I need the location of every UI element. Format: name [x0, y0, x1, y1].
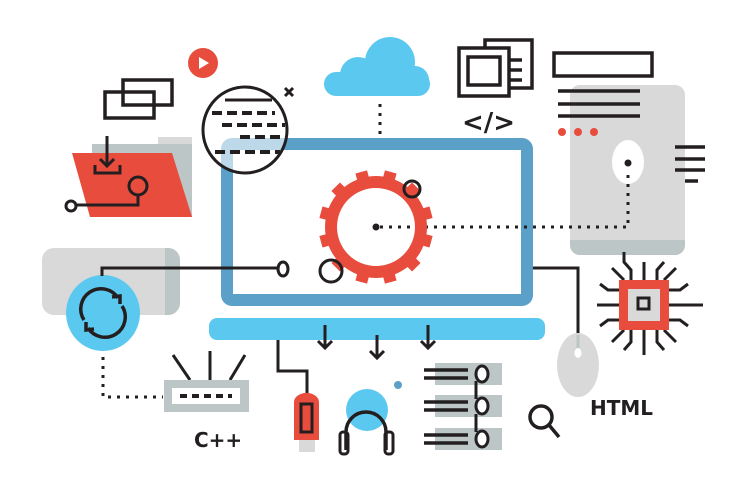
router-icon [164, 351, 249, 412]
sync-link-line [100, 266, 277, 276]
database-stack-icon [424, 363, 502, 450]
headset-icon [338, 389, 395, 456]
cpu-chip-icon [597, 252, 703, 355]
chip-pin [655, 261, 666, 280]
address-bar-icon [552, 51, 654, 78]
chip-pin [610, 328, 626, 344]
server-tower-icon [558, 85, 705, 255]
chip-pin [662, 328, 678, 344]
overlapping-windows-icon [103, 78, 174, 120]
chip-pin [669, 282, 689, 292]
chip-pin [599, 318, 619, 328]
laptop-icon [209, 138, 545, 340]
globe-icon [201, 85, 289, 175]
mouse-icon [557, 333, 599, 397]
folder-icon [64, 136, 192, 217]
chip-pin [655, 330, 666, 351]
cpp-label: C++ [194, 428, 242, 452]
html-label: HTML [590, 396, 653, 420]
cloud-icon [324, 37, 430, 96]
code-tag-label: </> [462, 108, 515, 138]
gear-icon [319, 170, 433, 284]
small-circle-icon [402, 179, 422, 199]
play-button-icon [188, 48, 218, 78]
chip-pin [599, 282, 619, 292]
small-circle-icon [318, 258, 344, 284]
chip-pin [622, 330, 633, 351]
chip-pin [610, 266, 626, 282]
chip-pin [622, 252, 633, 280]
close-icon [283, 86, 295, 98]
usb-cable [276, 340, 309, 398]
search-icon [528, 404, 561, 439]
link-node [276, 260, 290, 278]
mouse-cable [533, 266, 580, 340]
download-arrows-icon [316, 325, 437, 361]
sync-box-icon [42, 248, 180, 351]
windows-icon [457, 38, 534, 98]
dot-icon [394, 381, 402, 389]
chip-pin [669, 318, 689, 328]
chip-pin [662, 266, 678, 282]
gear-tower-dotted-link [380, 172, 630, 229]
router-dotted-link [101, 357, 163, 399]
usb-plug-icon [294, 392, 319, 452]
